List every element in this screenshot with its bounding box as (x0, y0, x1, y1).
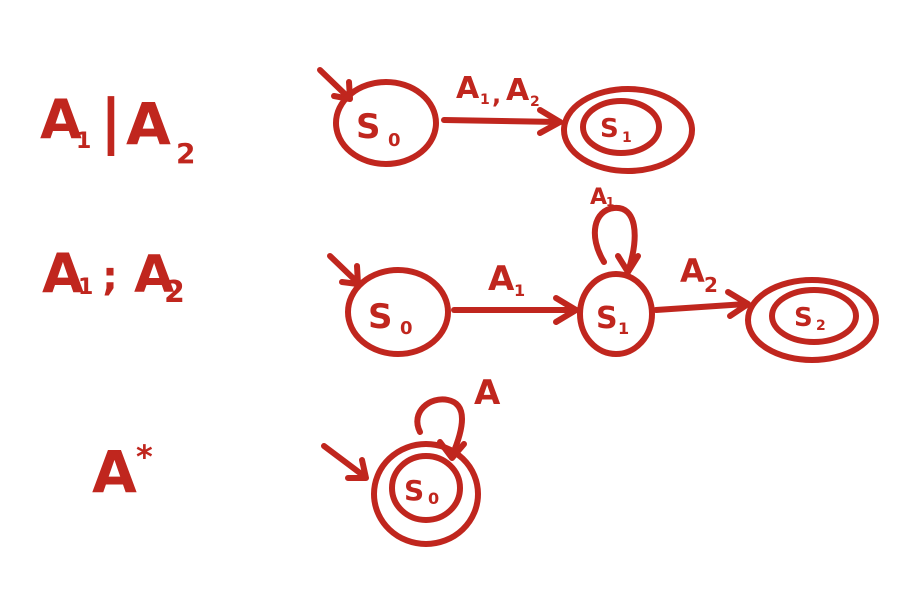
row-alternation: A 1 | A 2 S 0 A 1 , A 2 S 1 (40, 67, 695, 174)
transition-arrow-head (725, 289, 751, 319)
svg-text:,: , (492, 81, 501, 109)
state-label: S (404, 474, 424, 507)
expr-operator-sequence: ; (102, 254, 118, 300)
svg-text:2: 2 (530, 94, 540, 110)
self-loop-arrow-head (437, 439, 467, 461)
self-loop-arrow (414, 396, 465, 459)
start-arrow (327, 253, 359, 284)
state-s0: S 0 (333, 79, 439, 167)
expr-subscript-2: 2 (176, 137, 195, 170)
transition-arrow (441, 117, 563, 125)
state-subscript: 0 (400, 318, 413, 339)
state-label: S (368, 297, 393, 337)
expr-symbol-a: A (42, 242, 84, 305)
transition-arrow (653, 301, 749, 313)
expr-symbol-a: A (126, 90, 171, 158)
start-arrow (317, 67, 351, 100)
transition-label: A 1 (488, 259, 525, 300)
transition-label: A 2 (680, 252, 718, 297)
expr-subscript-1: 1 (76, 129, 91, 154)
expr-superscript-star: * (136, 438, 153, 476)
svg-text:A: A (488, 259, 515, 299)
expr-subscript-1: 1 (78, 275, 93, 300)
state-label: S (356, 107, 381, 147)
svg-text:A: A (680, 252, 705, 290)
expr-symbol-a: A (92, 438, 137, 506)
state-s0-accepting: S 0 (371, 441, 481, 547)
state-subscript: 1 (622, 130, 632, 146)
expression-sequence: A 1 ; A 2 (42, 242, 185, 310)
transition-arrow-head (537, 107, 563, 136)
start-arrow (321, 443, 367, 479)
start-arrow-head (331, 79, 353, 102)
svg-text:1: 1 (480, 92, 490, 108)
svg-text:2: 2 (704, 273, 718, 297)
row-kleene-star: A * S 0 A (92, 373, 501, 547)
state-s1: S 1 (577, 271, 655, 357)
state-s1-accepting: S 1 (561, 86, 695, 174)
self-loop-label: A (474, 373, 501, 413)
self-loop-arrow-head (615, 253, 641, 275)
expr-symbol-a: A (134, 245, 174, 305)
state-s2-accepting: S 2 (745, 277, 879, 363)
expr-operator-alternation: | (100, 87, 122, 157)
svg-text:A: A (590, 185, 607, 210)
state-label: S (794, 303, 813, 333)
expression-kleene-star: A * (92, 438, 153, 506)
state-subscript: 0 (388, 130, 401, 151)
state-label: S (596, 301, 618, 336)
row-sequence: A 1 ; A 2 S 0 A 1 S 1 (42, 185, 879, 363)
state-subscript: 1 (618, 319, 629, 338)
expression-alternation: A 1 | A 2 (40, 87, 195, 170)
svg-text:A: A (456, 71, 480, 106)
transition-arrow-head (553, 295, 579, 325)
self-loop-label: A 1 (590, 185, 614, 210)
state-label: S (600, 114, 619, 144)
svg-text:1: 1 (514, 281, 525, 300)
state-s0: S 0 (345, 267, 451, 357)
start-arrow-head (345, 457, 369, 481)
svg-text:1: 1 (606, 195, 614, 209)
state-subscript: 0 (428, 489, 439, 508)
expr-subscript-2: 2 (164, 275, 185, 310)
expr-symbol-a: A (40, 88, 82, 151)
state-subscript: 2 (816, 318, 826, 334)
transition-label: A 1 , A 2 (456, 71, 540, 110)
self-loop-arrow (592, 204, 638, 275)
svg-text:A: A (506, 73, 530, 108)
